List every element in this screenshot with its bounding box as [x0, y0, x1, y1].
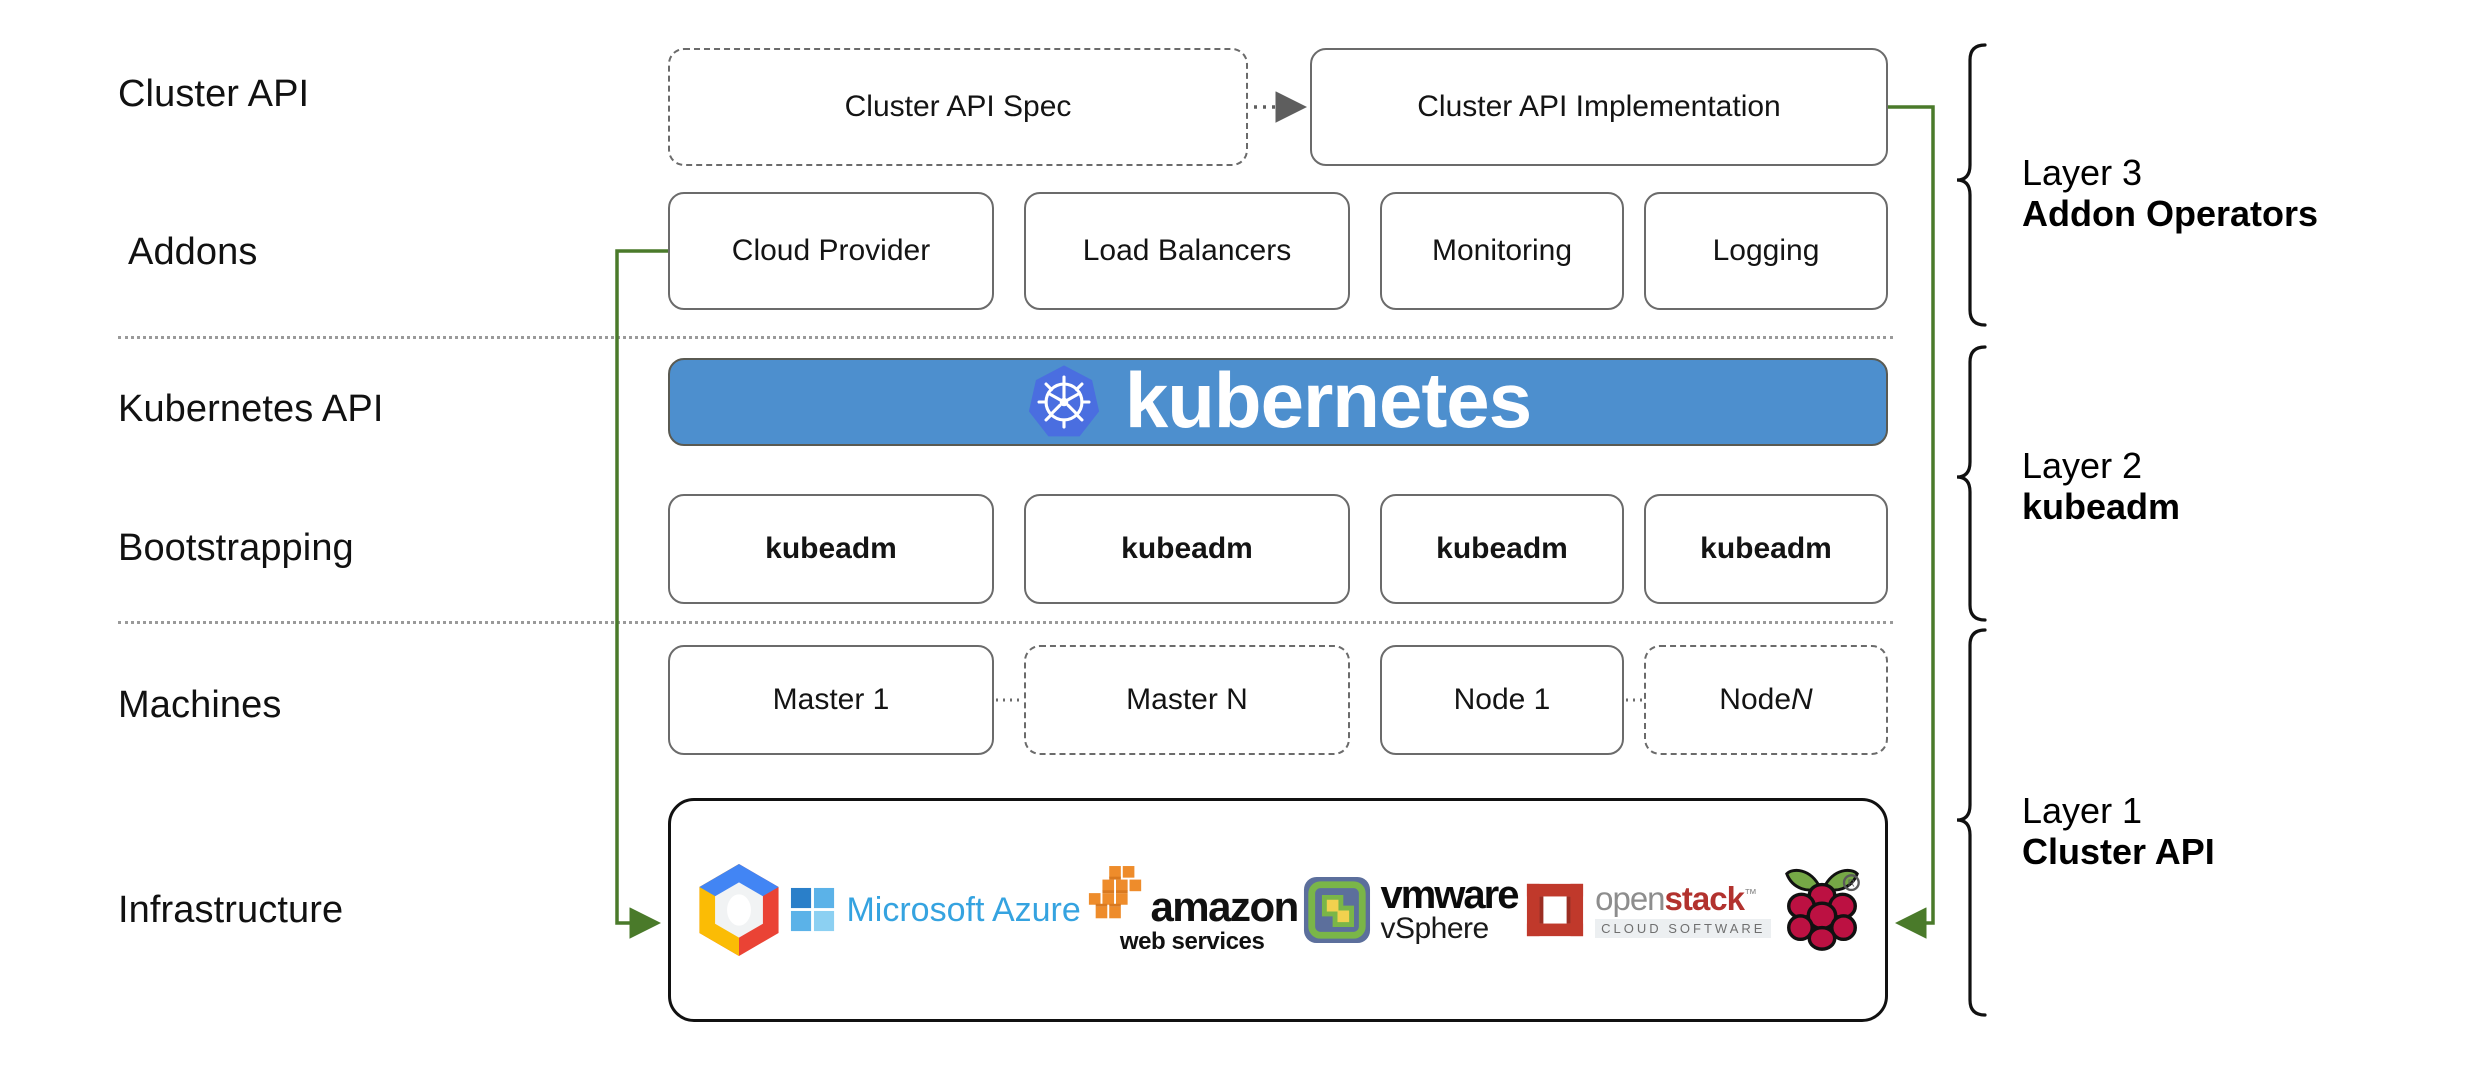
layer-3-subtitle: Addon Operators: [2022, 193, 2319, 235]
box-addon-cloud-provider[interactable]: Cloud Provider: [668, 192, 994, 310]
raspberry-pi-logo: R: [1777, 860, 1867, 960]
box-infrastructure[interactable]: [668, 798, 1888, 1022]
box-label: Master 1: [772, 683, 890, 716]
amazon-web-services-logo: amazon web services: [1086, 866, 1299, 955]
svg-text:R: R: [1848, 879, 1855, 890]
box-label: Monitoring: [1431, 234, 1573, 267]
box-label: Logging: [1712, 234, 1820, 267]
row-label-kubernetes-api: Kubernetes API: [118, 388, 384, 430]
box-label: Node: [1719, 683, 1792, 716]
separator-layer2-layer1: [118, 621, 1893, 624]
vsphere-icon: [1304, 876, 1371, 944]
box-label: Load Balancers: [1082, 234, 1292, 267]
microsoft-azure-logo: Microsoft Azure: [790, 887, 1081, 933]
box-label: Master N: [1126, 683, 1248, 716]
kubernetes-banner[interactable]: kubernetes: [668, 358, 1888, 446]
layer-caption-2: Layer 2 kubeadm: [2022, 445, 2180, 528]
infrastructure-logo-strip: Microsoft Azure: [690, 860, 1870, 960]
box-label: kubeadm: [1436, 532, 1568, 565]
windows-tile-icon: [791, 887, 835, 932]
layer-caption-3: Layer 3 Addon Operators: [2022, 152, 2318, 235]
box-kubeadm-3[interactable]: kubeadm: [1380, 494, 1624, 604]
layer-1-subtitle: Cluster API: [2022, 831, 2215, 873]
azure-wordmark: Microsoft Azure: [846, 890, 1081, 929]
box-label: kubeadm: [765, 532, 897, 565]
amazon-wordmark: amazon: [1150, 883, 1299, 930]
layer-1-title: Layer 1: [2022, 790, 2143, 831]
box-master-n[interactable]: Master N: [1024, 645, 1350, 755]
openstack-open-text: open: [1595, 880, 1665, 917]
box-label: kubeadm: [1700, 532, 1832, 565]
vmware-vsphere-logo: vmware vSphere: [1303, 873, 1519, 945]
layer-2-title: Layer 2: [2022, 445, 2143, 486]
bracket-layer-1: [1956, 628, 1987, 1017]
row-label-bootstrapping: Bootstrapping: [118, 527, 354, 569]
row-label-infrastructure: Infrastructure: [118, 889, 344, 931]
box-label-italic-suffix: N: [1791, 683, 1813, 716]
box-node-n[interactable]: Node N: [1644, 645, 1888, 755]
bracket-layer-3: [1956, 43, 1987, 327]
box-kubeadm-2[interactable]: kubeadm: [1024, 494, 1350, 604]
row-label-machines: Machines: [118, 684, 282, 726]
layer-3-title: Layer 3: [2022, 152, 2143, 193]
trademark-icon: ™: [1743, 886, 1757, 901]
google-cloud-platform-logo: [693, 862, 785, 958]
box-label: Cluster API Implementation: [1417, 90, 1781, 123]
box-cluster-api-spec[interactable]: Cluster API Spec: [668, 48, 1248, 166]
layer-caption-1: Layer 1 Cluster API: [2022, 790, 2215, 873]
vmware-wordmark: vmware: [1380, 873, 1519, 918]
layer-2-subtitle: kubeadm: [2022, 486, 2181, 528]
box-addon-logging[interactable]: Logging: [1644, 192, 1888, 310]
box-kubeadm-1[interactable]: kubeadm: [668, 494, 994, 604]
row-label-addons: Addons: [128, 231, 258, 273]
box-addon-monitoring[interactable]: Monitoring: [1380, 192, 1624, 310]
aws-boxes-icon: [1089, 866, 1142, 919]
kubernetes-helm-icon: [1025, 363, 1103, 441]
vsphere-subtext: vSphere: [1380, 911, 1489, 945]
aws-subtext: web services: [1119, 928, 1265, 955]
kubernetes-wordmark: kubernetes: [1124, 356, 1532, 444]
box-addon-load-balancers[interactable]: Load Balancers: [1024, 192, 1350, 310]
arrow-cloud-provider-to-infrastructure: [615, 249, 668, 939]
row-label-cluster-api: Cluster API: [118, 73, 310, 115]
openstack-cube-icon: [1527, 883, 1584, 937]
openstack-logo: openstack™ CLOUD SOFTWARE: [1523, 880, 1772, 940]
box-label: Cloud Provider: [731, 234, 931, 267]
separator-layer3-layer2: [118, 336, 1893, 339]
arrow-implementation-to-infrastructure: [1888, 105, 1935, 939]
openstack-subtext: CLOUD SOFTWARE: [1595, 919, 1772, 938]
box-label: kubeadm: [1121, 532, 1253, 565]
openstack-stack-text: stack: [1664, 880, 1745, 917]
box-kubeadm-4[interactable]: kubeadm: [1644, 494, 1888, 604]
box-label: Cluster API Spec: [844, 90, 1072, 123]
box-master-1[interactable]: Master 1: [668, 645, 994, 755]
box-node-1[interactable]: Node 1: [1380, 645, 1624, 755]
box-label: Node 1: [1453, 683, 1551, 716]
bracket-layer-2: [1956, 345, 1987, 622]
box-cluster-api-implementation[interactable]: Cluster API Implementation: [1310, 48, 1888, 166]
